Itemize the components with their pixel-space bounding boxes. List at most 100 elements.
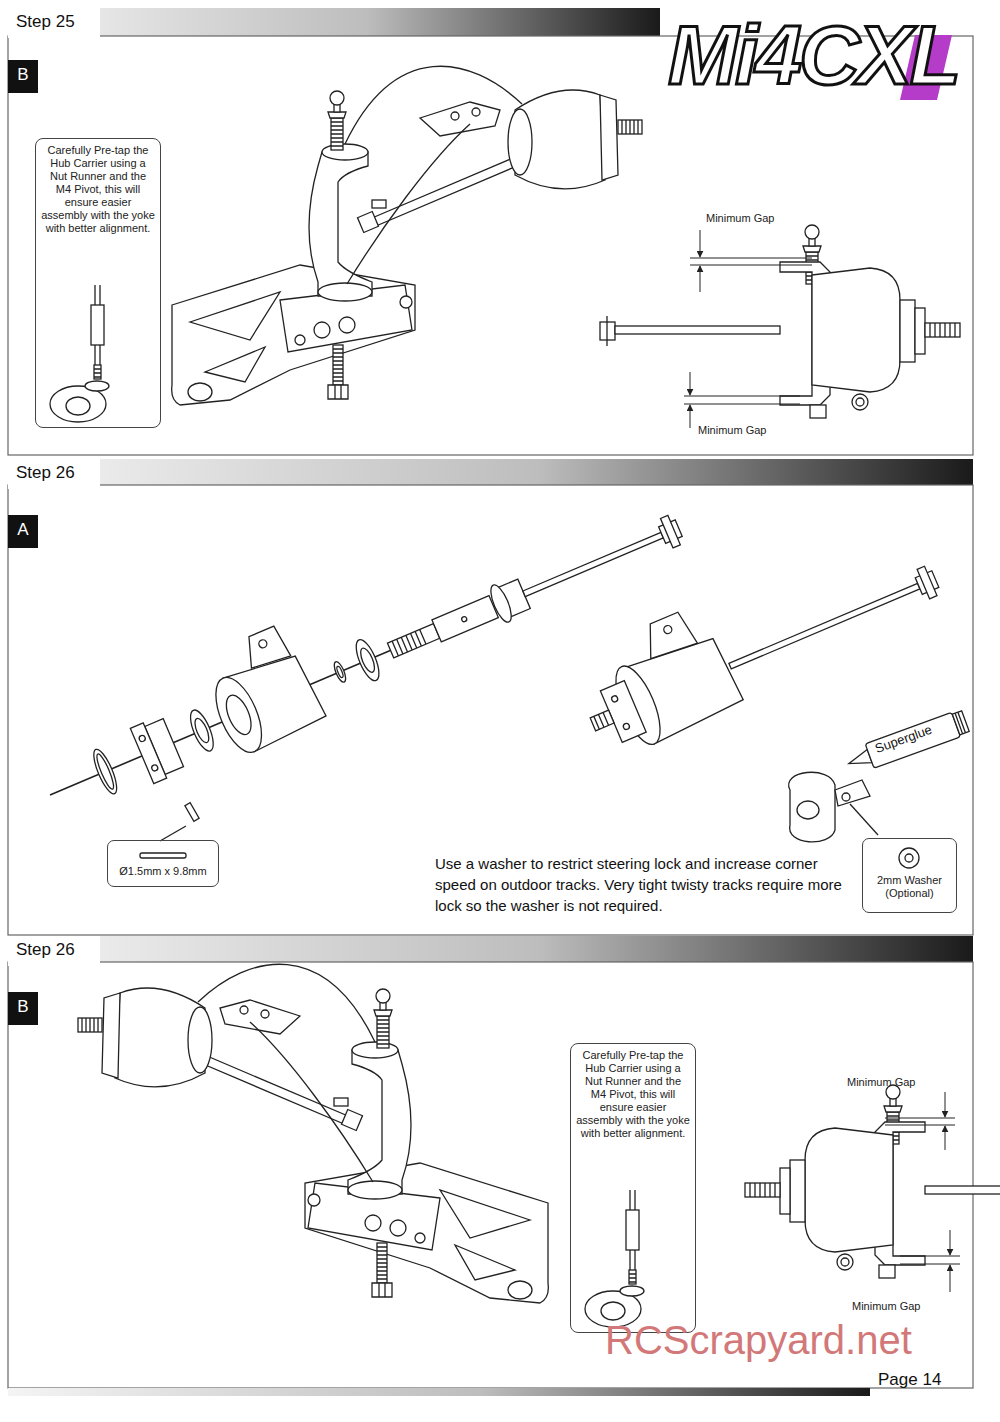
gap-dimension (684, 230, 812, 428)
product-label: Superglue (873, 722, 934, 756)
superglue-tube (952, 711, 969, 735)
front-hub-assembly (78, 964, 548, 1303)
gap-dimension (690, 405, 691, 428)
roll-pin (160, 826, 186, 841)
washer-symbol (899, 848, 919, 868)
label-anchor: Use a washer to restrict steering lock a… (435, 853, 850, 916)
part-callout: Ø1.5mm x 9.8mm (107, 840, 219, 887)
exploded-hub (207, 671, 271, 759)
steering-knuckle (842, 793, 850, 801)
node-text: B (8, 997, 38, 1017)
rear-hub-assembly (50, 285, 109, 422)
exploded-hub (94, 753, 116, 791)
exploded-hub (186, 707, 218, 754)
label-anchor: RCScrapyard.net (605, 1318, 912, 1362)
dimension-label: Minimum Gap (698, 424, 766, 437)
exploded-hub (487, 582, 516, 624)
label-anchor: Page 14 (878, 1370, 941, 1390)
exploded-hub (387, 624, 439, 658)
gap-dimension (950, 1230, 951, 1255)
exploded-hub (130, 723, 166, 784)
superglue-tube (955, 712, 965, 734)
exploded-hub (240, 625, 291, 672)
substep-badge: B (8, 992, 38, 1025)
assembled-hub (663, 624, 673, 634)
gap-dimension (690, 258, 812, 265)
exploded-hub (432, 596, 498, 642)
instruction-note: Use a washer to restrict steering lock a… (435, 853, 850, 916)
tip-callout: Carefully Pre-tap the Hub Carrier using … (570, 1043, 696, 1333)
steering-knuckle (850, 804, 878, 835)
steering-knuckle (789, 772, 878, 842)
part-callout: 2mm Washer (Optional) (862, 838, 957, 913)
gap-dimension (690, 372, 691, 395)
exploded-hub (192, 717, 211, 745)
steering-knuckle (835, 780, 870, 806)
dimension-label: Minimum Gap (847, 1076, 915, 1089)
roll-pin (140, 803, 199, 858)
washer-symbol (905, 854, 913, 862)
roll-pin (140, 853, 186, 858)
node-text: 2mm Washer (Optional) (866, 874, 953, 900)
front-hub-assembly (585, 1190, 644, 1327)
page-frame (8, 8, 660, 36)
steering-knuckle (797, 801, 819, 819)
label-anchor: Minimum Gap (706, 212, 774, 225)
substep-badge: A (8, 515, 38, 548)
washer-symbol (899, 848, 919, 868)
assembled-hub (638, 610, 697, 662)
rear-hub-assembly (50, 66, 960, 422)
exploded-hub (138, 735, 146, 743)
node-text: Ø1.5mm x 9.8mm (111, 865, 215, 878)
superglue-tube (865, 712, 960, 768)
roll-pin (185, 803, 199, 822)
gap-dimension (885, 1092, 960, 1292)
steering-knuckle (789, 772, 835, 842)
logo-accent (900, 35, 952, 100)
tip-callout: Carefully Pre-tap the Hub Carrier using … (35, 138, 161, 428)
node-text: Step 25 (16, 12, 100, 32)
rear-hub-assembly (172, 66, 642, 405)
node-text: B (8, 65, 38, 85)
node-text: A (8, 520, 38, 540)
exploded-hub (23, 466, 694, 832)
watermark: RCScrapyard.net (605, 1318, 912, 1362)
exploded-hub (352, 637, 384, 684)
page-frame (8, 459, 973, 485)
page-frame (8, 936, 973, 962)
substep-badge: B (8, 60, 38, 93)
exploded-hub (461, 616, 468, 623)
gap-dimension (950, 1265, 951, 1292)
exploded-hub (258, 639, 268, 649)
exploded-hub (151, 764, 159, 772)
exploded-hub (660, 515, 680, 548)
exploded-hub (523, 532, 663, 596)
step-header: Step 26 (8, 936, 100, 966)
assembled-hub (917, 566, 937, 599)
node-text: Step 26 (16, 940, 100, 960)
gap-dimension (885, 1118, 955, 1125)
gap-dimension (700, 230, 701, 257)
gap-dimension (945, 1126, 946, 1150)
label-anchor: Minimum Gap (852, 1300, 920, 1313)
label-anchor: Minimum Gap (847, 1076, 915, 1089)
step-header: Step 26 (8, 459, 100, 489)
page-frame (8, 1388, 870, 1396)
label-anchor: Minimum Gap (698, 424, 766, 437)
front-hub-assembly (78, 964, 1000, 1327)
brand-logo: Mi4CXL (668, 10, 958, 100)
page-frame (8, 36, 973, 455)
logo-accent (900, 35, 952, 100)
page-frame (8, 485, 973, 935)
gap-dimension (700, 266, 701, 292)
front-hub-assembly (745, 1085, 1000, 1278)
assembled-hub (594, 712, 609, 729)
exploded-hub (221, 692, 256, 738)
exploded-hub (392, 629, 426, 655)
exploded-hub (358, 646, 377, 674)
exploded-hub (89, 747, 121, 797)
exploded-hub (332, 660, 348, 683)
assembled-hub (566, 515, 952, 763)
